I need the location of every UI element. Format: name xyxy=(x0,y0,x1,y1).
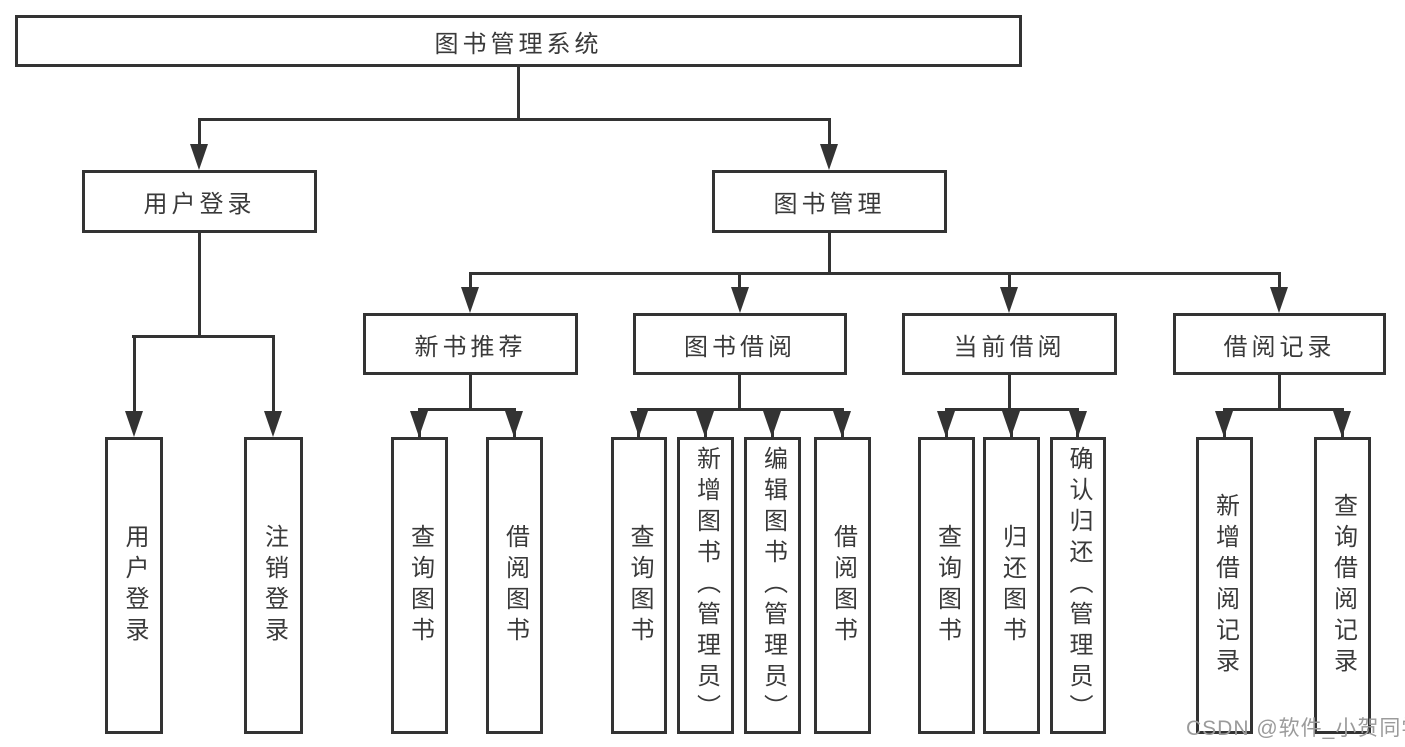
arrowhead-down-icon xyxy=(1069,411,1087,437)
arrowhead-down-icon xyxy=(696,411,714,437)
arrowhead-down-icon xyxy=(461,287,479,313)
arrowhead-down-icon xyxy=(763,411,781,437)
connector-line xyxy=(738,272,741,290)
node-borrow-records-label: 借阅记录 xyxy=(1223,333,1336,361)
arrowhead-down-icon xyxy=(1215,411,1233,437)
node-book-borrowing: 图书借阅 xyxy=(633,313,847,375)
arrowhead-down-icon xyxy=(125,411,143,437)
connector-line xyxy=(469,272,1281,275)
leaf-user-login: 用户登录 xyxy=(105,437,163,734)
connector-line xyxy=(1008,375,1011,408)
leaf-query-books-current-label: 查询图书 xyxy=(933,523,961,648)
node-root-system-label: 图书管理系统 xyxy=(434,30,603,58)
connector-line xyxy=(469,272,472,290)
leaf-add-borrow-record: 新增借阅记录 xyxy=(1196,437,1253,734)
leaf-borrow-books-borrow: 借阅图书 xyxy=(814,437,871,734)
connector-line xyxy=(1223,408,1344,411)
connector-line xyxy=(133,335,136,411)
arrowhead-down-icon xyxy=(410,411,428,437)
arrowhead-down-icon xyxy=(1002,411,1020,437)
leaf-query-borrow-record-label: 查询借阅记录 xyxy=(1329,492,1357,679)
connector-line xyxy=(738,375,741,408)
leaf-query-books-newrec: 查询图书 xyxy=(391,437,448,734)
node-user-login-label: 用户登录 xyxy=(143,191,256,218)
arrowhead-down-icon xyxy=(820,144,838,170)
leaf-borrow-books-newrec: 借阅图书 xyxy=(486,437,543,734)
node-current-borrowing: 当前借阅 xyxy=(902,313,1117,375)
node-book-management: 图书管理 xyxy=(712,170,947,233)
node-root-system: 图书管理系统 xyxy=(15,15,1022,67)
leaf-logout: 注销登录 xyxy=(244,437,303,734)
leaf-add-book-admin: 新增图书（管理员） xyxy=(677,437,734,734)
connector-line xyxy=(198,118,201,148)
node-user-login: 用户登录 xyxy=(82,170,317,233)
connector-line xyxy=(1278,375,1281,408)
connector-line xyxy=(132,335,275,338)
connector-line xyxy=(1278,272,1281,290)
node-book-management-label: 图书管理 xyxy=(773,191,886,218)
node-current-borrowing-label: 当前借阅 xyxy=(953,333,1066,361)
arrowhead-down-icon xyxy=(505,411,523,437)
arrowhead-down-icon xyxy=(264,411,282,437)
arrowhead-down-icon xyxy=(190,144,208,170)
arrowhead-down-icon xyxy=(1000,287,1018,313)
arrowhead-down-icon xyxy=(731,287,749,313)
connector-line xyxy=(198,118,831,121)
leaf-query-books-current: 查询图书 xyxy=(918,437,975,734)
leaf-edit-book-admin-label: 编辑图书（管理员） xyxy=(759,446,787,725)
leaf-confirm-return-admin-label: 确认归还（管理员） xyxy=(1065,446,1092,725)
leaf-add-borrow-record-label: 新增借阅记录 xyxy=(1211,492,1239,679)
leaf-query-books-newrec-label: 查询图书 xyxy=(406,523,434,648)
node-borrow-records: 借阅记录 xyxy=(1173,313,1386,375)
arrowhead-down-icon xyxy=(630,411,648,437)
leaf-confirm-return-admin: 确认归还（管理员） xyxy=(1050,437,1106,734)
arrowhead-down-icon xyxy=(1333,411,1351,437)
node-new-book-recommend-label: 新书推荐 xyxy=(414,333,527,361)
leaf-add-book-admin-label: 新增图书（管理员） xyxy=(692,446,720,725)
leaf-return-book-label: 归还图书 xyxy=(998,523,1026,648)
connector-line xyxy=(828,233,831,272)
connector-line xyxy=(469,375,472,408)
leaf-return-book: 归还图书 xyxy=(983,437,1040,734)
leaf-logout-label: 注销登录 xyxy=(260,523,288,648)
node-new-book-recommend: 新书推荐 xyxy=(363,313,578,375)
connector-line xyxy=(637,408,844,411)
leaf-query-books-borrow-label: 查询图书 xyxy=(626,523,653,648)
leaf-borrow-books-newrec-label: 借阅图书 xyxy=(501,523,529,648)
connector-line xyxy=(418,408,516,411)
connector-line xyxy=(272,335,275,411)
leaf-edit-book-admin: 编辑图书（管理员） xyxy=(744,437,801,734)
arrowhead-down-icon xyxy=(937,411,955,437)
node-book-borrowing-label: 图书借阅 xyxy=(684,333,796,361)
arrowhead-down-icon xyxy=(1270,287,1288,313)
leaf-query-borrow-record: 查询借阅记录 xyxy=(1314,437,1371,734)
arrowhead-down-icon xyxy=(833,411,851,437)
connector-line xyxy=(198,233,201,335)
connector-line xyxy=(1008,272,1011,290)
leaf-user-login-label: 用户登录 xyxy=(121,523,148,648)
csdn-watermark: CSDN @软件_小贺同学 xyxy=(1186,717,1405,740)
leaf-query-books-borrow: 查询图书 xyxy=(611,437,667,734)
connector-line xyxy=(517,67,520,118)
leaf-borrow-books-borrow-label: 借阅图书 xyxy=(829,523,857,648)
connector-line xyxy=(828,118,831,148)
